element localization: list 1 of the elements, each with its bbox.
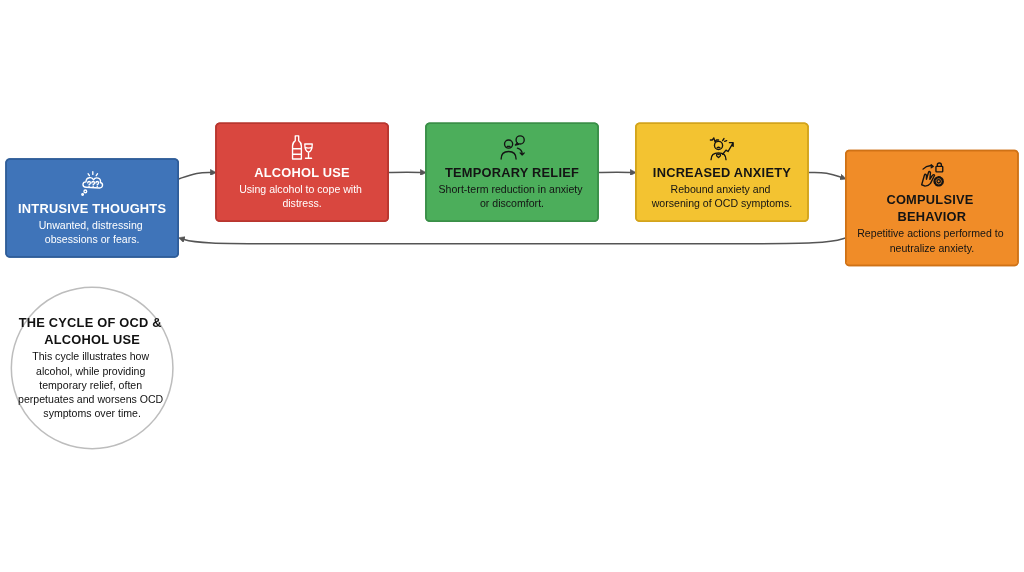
- node-circle: THE CYCLE OF OCD & ALCOHOL USE This cycle illustrates how alcohol, while providing temporary relief, often perpetuates and worsens OCD symptoms over time.: [10, 286, 174, 450]
